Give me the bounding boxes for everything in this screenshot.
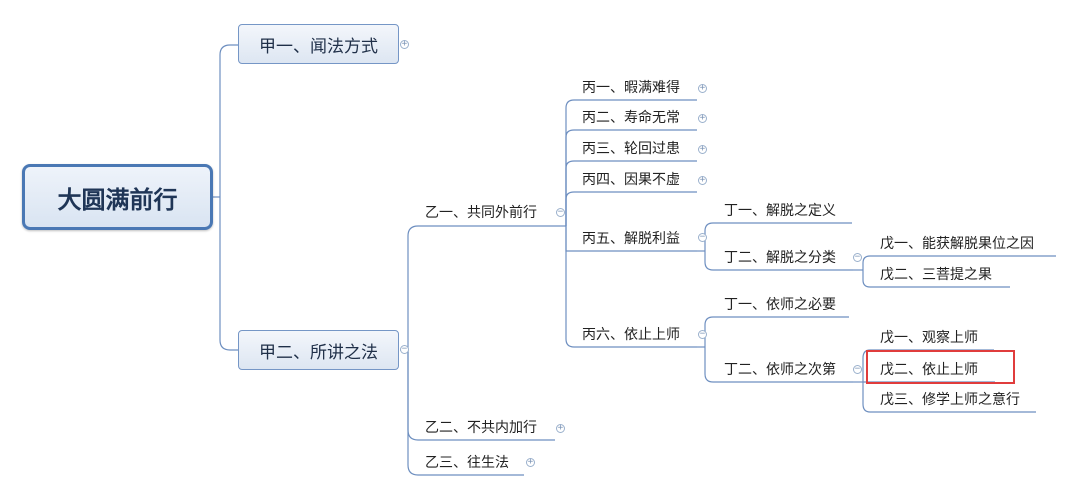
topic-wu5-2[interactable]: 戊二、三菩提之果 xyxy=(880,267,992,283)
topic-ding6-2[interactable]: 丁二、依师之次第 xyxy=(724,362,836,378)
root-topic[interactable]: 大圆满前行 xyxy=(22,164,213,230)
collapse-icon[interactable]: − xyxy=(853,364,862,374)
topic-wu6-1[interactable]: 戊一、观察上师 xyxy=(880,330,978,346)
expand-icon[interactable]: + xyxy=(698,83,707,93)
collapse-icon[interactable]: − xyxy=(698,329,707,339)
topic-bing5[interactable]: 丙五、解脱利益 xyxy=(582,231,680,247)
topic-yi2[interactable]: 乙二、不共内加行 xyxy=(425,420,537,436)
expand-icon[interactable]: + xyxy=(556,423,565,433)
expand-icon[interactable]: + xyxy=(526,457,535,467)
expand-icon[interactable]: + xyxy=(698,175,707,185)
collapse-icon[interactable]: − xyxy=(556,207,565,217)
topic-wu6-2[interactable]: 戊二、依止上师 xyxy=(880,362,978,378)
topic-bing2[interactable]: 丙二、寿命无常 xyxy=(582,110,680,126)
topic-wu6-3[interactable]: 戊三、修学上师之意行 xyxy=(880,392,1020,408)
topic-yi3[interactable]: 乙三、往生法 xyxy=(425,455,509,471)
topic-bing4[interactable]: 丙四、因果不虚 xyxy=(582,172,680,188)
collapse-icon[interactable]: − xyxy=(698,232,707,242)
topic-yi1[interactable]: 乙一、共同外前行 xyxy=(425,205,537,221)
expand-icon[interactable]: + xyxy=(698,144,707,154)
topic-ding5-2[interactable]: 丁二、解脱之分类 xyxy=(724,250,836,266)
topic-bing3[interactable]: 丙三、轮回过患 xyxy=(582,141,680,157)
collapse-icon[interactable]: − xyxy=(853,252,862,262)
topic-bing1[interactable]: 丙一、暇满难得 xyxy=(582,80,680,96)
topic-ding5-1[interactable]: 丁一、解脱之定义 xyxy=(724,203,836,219)
collapse-icon[interactable]: − xyxy=(400,344,409,354)
highlight-box xyxy=(866,350,1015,384)
expand-icon[interactable]: + xyxy=(698,113,707,123)
expand-icon[interactable]: + xyxy=(400,39,409,49)
topic-jia1[interactable]: 甲一、闻法方式 xyxy=(238,24,399,64)
topic-wu5-1[interactable]: 戊一、能获解脱果位之因 xyxy=(880,236,1034,252)
topic-bing6[interactable]: 丙六、依止上师 xyxy=(582,327,680,343)
topic-jia2[interactable]: 甲二、所讲之法 xyxy=(238,330,399,370)
topic-ding6-1[interactable]: 丁一、依师之必要 xyxy=(724,297,836,313)
